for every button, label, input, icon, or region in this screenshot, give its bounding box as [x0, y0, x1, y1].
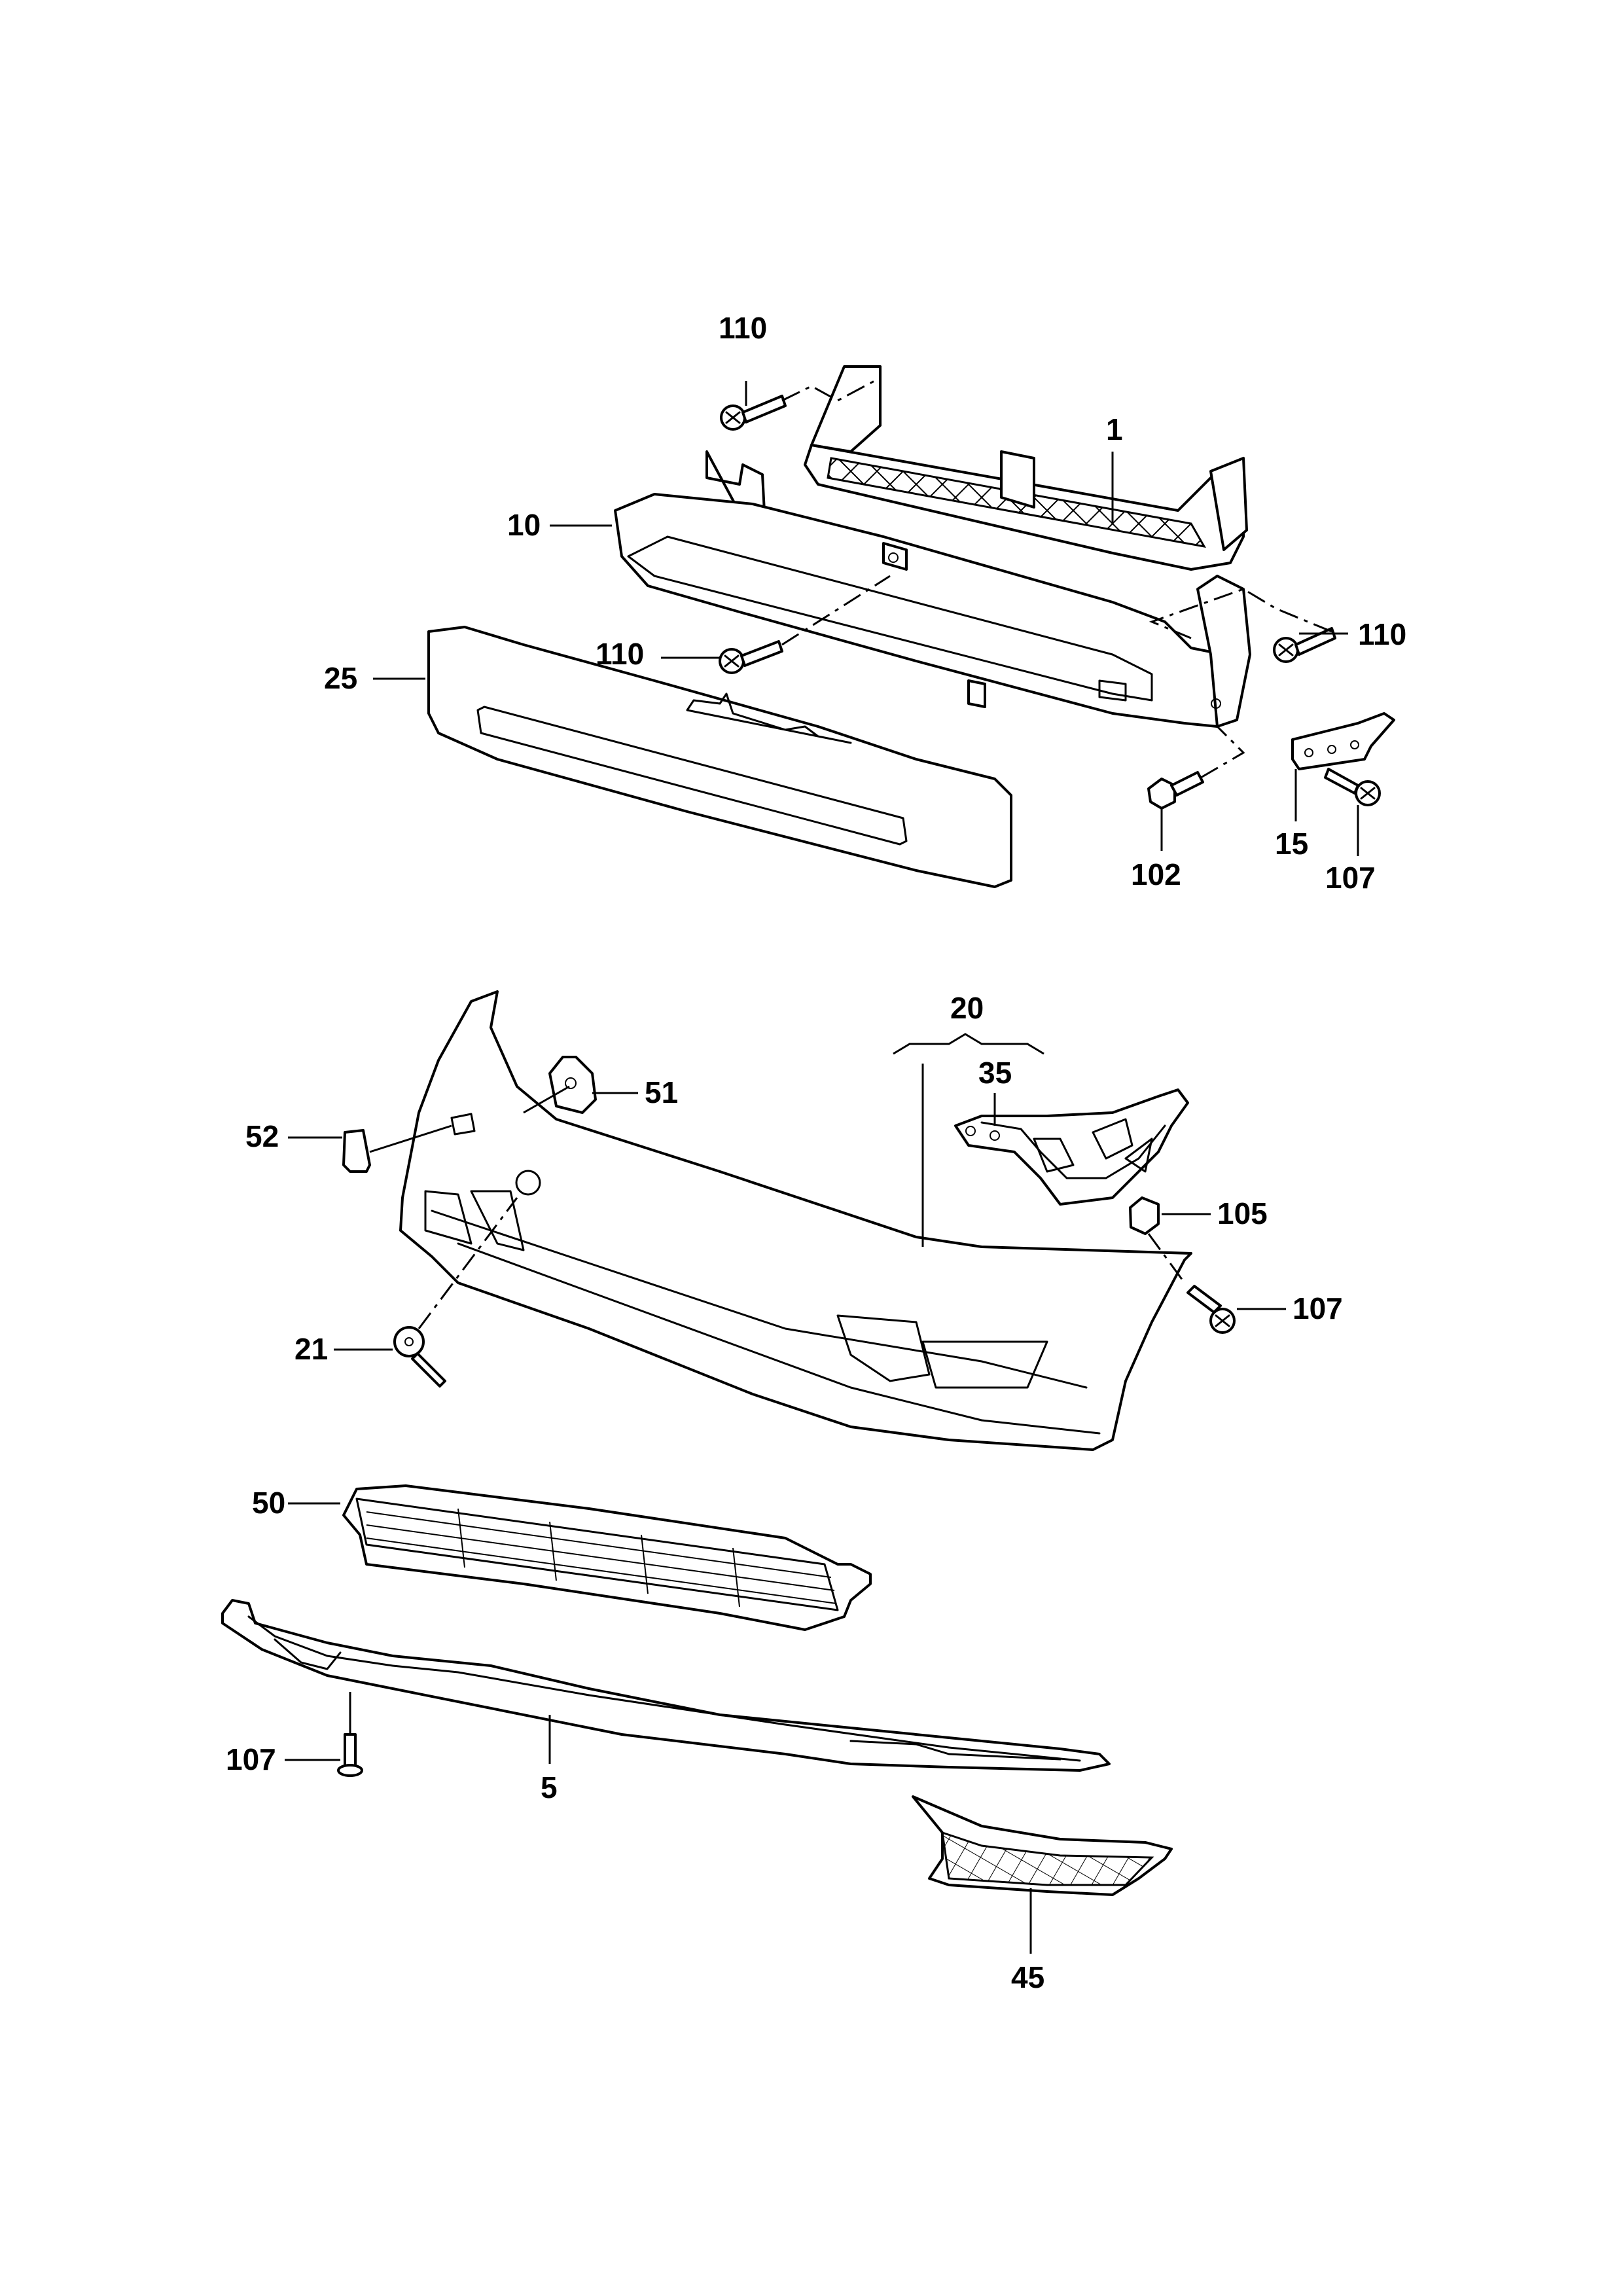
part-15-bracket [1291, 712, 1395, 770]
assembly-line-105 [1147, 1233, 1186, 1283]
part-51-clip [548, 1056, 597, 1114]
callout-51: 51 [645, 1075, 678, 1109]
part-52-cap [342, 1129, 371, 1173]
part-25-energy-absorber [427, 626, 1012, 888]
part-45-side-grille-insert [912, 1795, 1173, 1896]
part-50-lower-grille [342, 1484, 872, 1631]
callout-50: 50 [252, 1486, 285, 1520]
callout-107-mid: 107 [1293, 1291, 1343, 1325]
leader-52-part [369, 1124, 452, 1153]
leader-20-bracket [893, 1033, 1044, 1055]
callout-107-bottom: 107 [226, 1742, 276, 1776]
part-20-bumper-cover [399, 990, 1192, 1451]
assembly-line-110-mid [781, 575, 891, 646]
part-5-lower-spoiler [221, 1599, 1111, 1772]
part-21-plug-icon [393, 1326, 446, 1388]
callout-110-mid: 110 [596, 637, 644, 671]
assembly-line-102 [1200, 725, 1245, 779]
callout-15: 15 [1275, 827, 1308, 861]
screw-110-top-icon [720, 395, 787, 431]
assembly-line-110-top [781, 378, 878, 402]
part-1-upper-grille-support [804, 365, 1248, 571]
callout-20: 20 [950, 991, 984, 1025]
callout-102: 102 [1131, 857, 1181, 891]
screw-110-mid-icon [719, 640, 783, 674]
callout-110-top: 110 [719, 311, 767, 345]
callout-52: 52 [245, 1119, 279, 1153]
screw-107-mid-icon [1186, 1285, 1236, 1334]
leader-51-part [523, 1085, 570, 1114]
callout-5: 5 [541, 1770, 558, 1804]
callout-10: 10 [507, 508, 541, 542]
part-35-side-bracket [954, 1088, 1189, 1206]
part-10-crash-bar [614, 450, 1251, 728]
part-105-clip-nut-icon [1129, 1196, 1160, 1235]
callout-21: 21 [294, 1332, 328, 1366]
screw-107-top-icon [1324, 768, 1381, 806]
callout-25: 25 [324, 661, 357, 695]
callout-1: 1 [1106, 412, 1123, 446]
callout-45: 45 [1011, 1960, 1044, 1994]
assembly-line-110-right [1149, 588, 1332, 639]
callout-110-right: 110 [1358, 617, 1406, 651]
screw-107-bottom-icon [337, 1733, 363, 1777]
callout-35: 35 [978, 1056, 1012, 1090]
assembly-line-21 [418, 1197, 518, 1329]
callout-107-top: 107 [1325, 861, 1376, 895]
bolt-102-icon [1147, 771, 1204, 810]
callout-105: 105 [1217, 1196, 1268, 1230]
